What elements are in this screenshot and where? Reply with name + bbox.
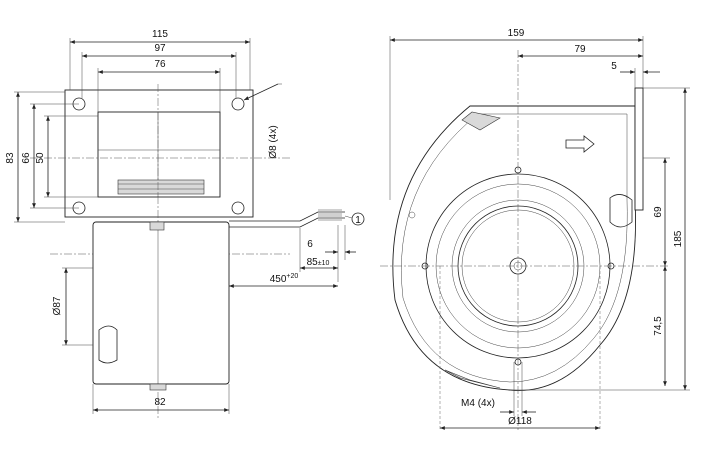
front-scroll-housing <box>392 105 636 391</box>
flow-arrow-icon <box>565 135 595 153</box>
side-outlet-grille <box>117 179 205 195</box>
front-outlet-flange <box>634 87 644 211</box>
dim-5: 5 <box>611 61 617 72</box>
dim-74-5: 74,5 <box>653 316 664 336</box>
side-view: 115 97 76 83 66 50 Ø8 (4x) 1 6 85±10 450… <box>5 29 365 420</box>
side-cable <box>229 211 345 222</box>
side-mount-hole-br <box>231 201 245 215</box>
callout-number: 1 <box>355 215 361 226</box>
dim-159: 159 <box>508 28 525 39</box>
dim-79: 79 <box>574 44 586 55</box>
dim-holes: Ø8 (4x) <box>268 125 279 158</box>
dim-185: 185 <box>673 230 684 247</box>
dim-6: 6 <box>307 239 313 250</box>
dim-83: 83 <box>5 152 16 164</box>
front-view: 159 79 5 185 69 74,5 M4 (4x) Ø118 <box>380 28 690 430</box>
dim-m4: M4 (4x) <box>461 398 495 409</box>
dim-69: 69 <box>653 206 664 218</box>
dim-118: Ø118 <box>508 416 532 427</box>
dim-82: 82 <box>154 397 166 408</box>
side-mount-hole-tr <box>231 97 245 111</box>
callout-circle <box>351 212 365 226</box>
dim-66: 66 <box>21 152 32 164</box>
dim-450: 450+20 <box>270 273 299 285</box>
dim-87: Ø87 <box>52 296 63 315</box>
side-motor <box>92 221 230 385</box>
dim-97: 97 <box>154 43 166 54</box>
dim-76: 76 <box>154 59 166 70</box>
dim-50: 50 <box>35 152 46 164</box>
dim-115: 115 <box>152 29 168 40</box>
dim-85: 85±10 <box>307 257 330 268</box>
